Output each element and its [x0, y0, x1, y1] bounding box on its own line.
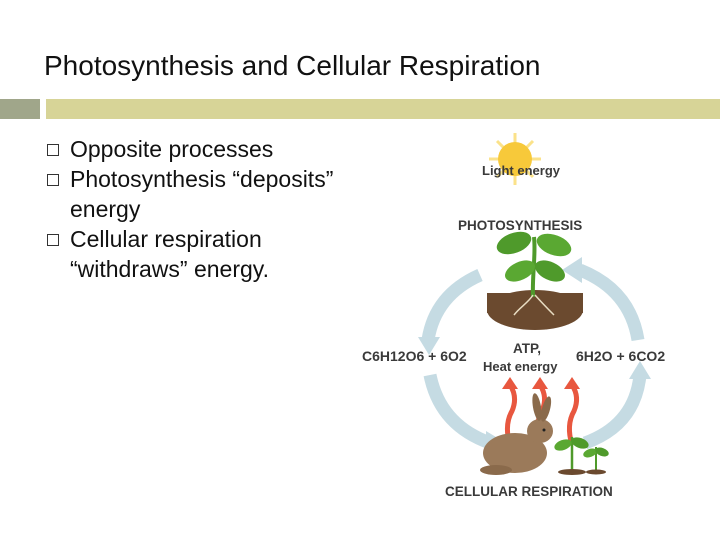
water-carbon-dioxide-formula: 6H2O + 6CO2: [576, 348, 665, 364]
bullet-item-opposite: Opposite processes: [44, 134, 344, 164]
cellular-respiration-label: CELLULAR RESPIRATION: [445, 484, 613, 499]
photosynthesis-label: PHOTOSYNTHESIS: [458, 218, 582, 233]
cycle-arrows: [421, 263, 647, 450]
rabbit-icon: [480, 393, 553, 475]
cycle-arrowheads: [418, 257, 651, 455]
heat-energy-label: Heat energy: [483, 359, 558, 374]
bullet-item-photosynthesis: Photosynthesis “deposits” energy: [44, 164, 344, 224]
bullet-text: Cellular respiration “withdraws” energy.: [70, 226, 269, 282]
sun-icon: [489, 133, 541, 185]
glucose-oxygen-formula: C6H12O6 + 6O2: [362, 348, 467, 364]
title-rule: [46, 99, 720, 119]
slide-title: Photosynthesis and Cellular Respiration: [44, 50, 541, 81]
bullet-item-respiration: Cellular respiration “withdraws” energy.: [44, 224, 344, 284]
small-plant-icon: [554, 437, 609, 475]
plant-icon: [487, 231, 583, 330]
square-bullet-icon: [47, 144, 59, 156]
light-energy-label: Light energy: [482, 163, 561, 178]
bullet-text: Photosynthesis “deposits” energy: [70, 166, 334, 222]
title-rule-accent: [0, 99, 40, 119]
bullet-list: Opposite processes Photosynthesis “depos…: [44, 134, 344, 284]
bullet-text: Opposite processes: [70, 136, 274, 162]
energy-cycle-diagram: Light energy PHOTOSYNTHESIS C6H1: [350, 125, 720, 515]
atp-label: ATP,: [513, 341, 541, 356]
square-bullet-icon: [47, 234, 59, 246]
square-bullet-icon: [47, 174, 59, 186]
